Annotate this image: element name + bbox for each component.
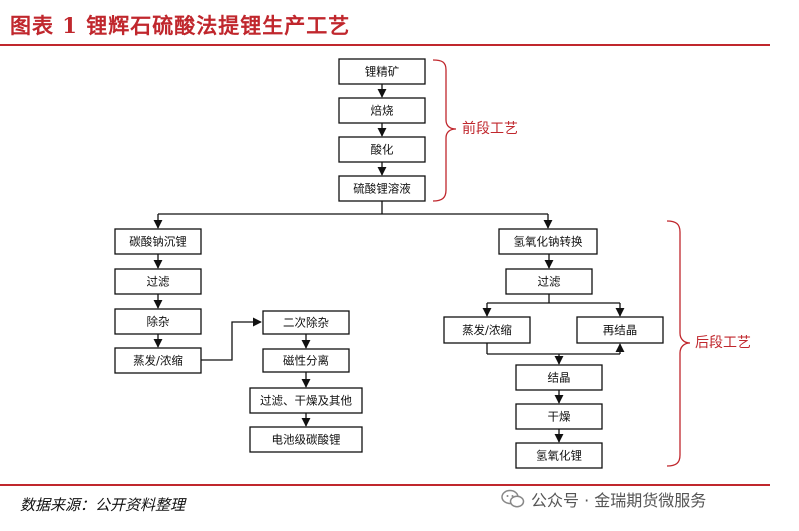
watermark: 公众号 · 金瑞期货微服务 [501, 486, 706, 512]
svg-text:二次除杂: 二次除杂 [283, 316, 329, 330]
figure-title: 图表 1 锂辉石硫酸法提锂生产工艺 [10, 13, 351, 38]
box-battery-grade-lithium-carbonate: 电池级碳酸锂 [249, 426, 363, 453]
data-source-note: 数据来源：公开资料整理 [20, 496, 186, 514]
box-right-evaporation: 蒸发/浓缩 [443, 316, 531, 344]
svg-text:氢氧化锂: 氢氧化锂 [536, 449, 582, 463]
svg-text:除杂: 除杂 [147, 315, 170, 329]
svg-text:焙烧: 焙烧 [371, 104, 394, 118]
svg-text:过滤: 过滤 [538, 275, 561, 289]
front-stage-brace [432, 59, 457, 202]
svg-text:锂精矿: 锂精矿 [365, 65, 400, 79]
svg-text:蒸发/浓缩: 蒸发/浓缩 [462, 323, 512, 337]
box-crystallization: 结晶 [515, 364, 603, 391]
box-impurity-removal: 除杂 [114, 308, 202, 335]
svg-text:氢氧化钠转换: 氢氧化钠转换 [514, 235, 583, 249]
svg-text:结晶: 结晶 [548, 371, 571, 385]
box-sodium-hydroxide-conversion: 氢氧化钠转换 [498, 228, 598, 255]
svg-text:酸化: 酸化 [371, 143, 394, 157]
front-stage-label: 前段工艺 [462, 120, 518, 137]
svg-text:过滤: 过滤 [147, 275, 170, 289]
box-acidification: 酸化 [338, 136, 426, 163]
svg-text:碳酸钠沉锂: 碳酸钠沉锂 [129, 235, 187, 249]
back-stage-brace [666, 220, 691, 467]
watermark-text: 公众号 · 金瑞期货微服务 [531, 491, 707, 510]
svg-text:硫酸锂溶液: 硫酸锂溶液 [353, 182, 411, 196]
box-lithium-concentrate: 锂精矿 [338, 58, 426, 85]
back-stage-label: 后段工艺 [695, 335, 751, 351]
box-recrystallization: 再结晶 [576, 316, 664, 344]
box-secondary-impurity-removal: 二次除杂 [262, 310, 350, 335]
box-lithium-hydroxide: 氢氧化锂 [515, 442, 603, 469]
svg-text:过滤、干燥及其他: 过滤、干燥及其他 [260, 394, 352, 408]
box-left-filtration: 过滤 [114, 268, 202, 295]
box-magnetic-separation: 磁性分离 [262, 348, 350, 373]
box-right-filtration: 过滤 [505, 268, 593, 295]
svg-text:干燥: 干燥 [548, 410, 571, 424]
footer-divider [0, 484, 770, 486]
svg-text:磁性分离: 磁性分离 [283, 354, 329, 368]
title-divider [0, 44, 770, 46]
box-roasting: 焙烧 [338, 97, 426, 124]
svg-text:电池级碳酸锂: 电池级碳酸锂 [272, 433, 341, 447]
box-left-evaporation: 蒸发/浓缩 [114, 347, 202, 374]
box-filter-dry-other: 过滤、干燥及其他 [249, 387, 363, 414]
svg-text:蒸发/浓缩: 蒸发/浓缩 [133, 354, 183, 368]
box-lithium-sulfate-solution: 硫酸锂溶液 [338, 175, 426, 202]
box-drying: 干燥 [515, 403, 603, 430]
svg-text:再结晶: 再结晶 [603, 323, 638, 337]
wechat-icon [501, 489, 525, 508]
box-sodium-carbonate-precipitation: 碳酸钠沉锂 [114, 228, 202, 255]
